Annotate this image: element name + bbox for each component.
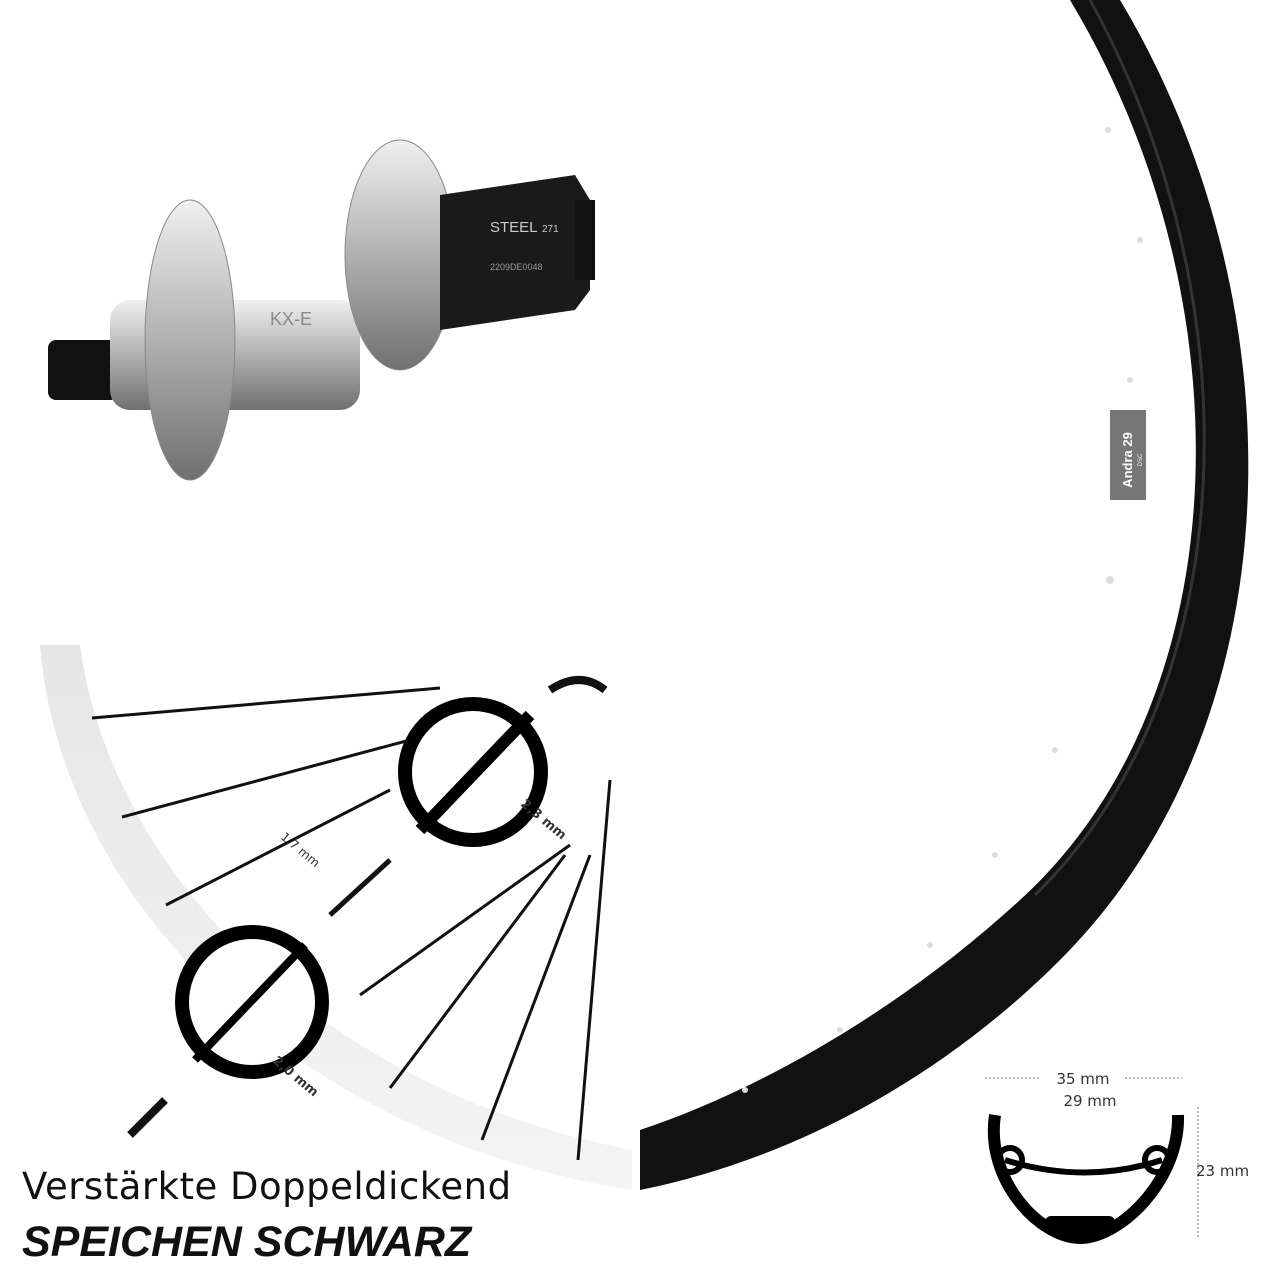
caption-line-1: Verstärkte Doppeldickend [22, 1165, 512, 1208]
hub-body-text: KX-E [270, 309, 312, 329]
hub-image: STEEL 271 2209DE0048 KX-E [48, 139, 595, 481]
rim-image: Andra 29 DSC [640, 0, 1249, 1190]
nipple-icon [547, 676, 608, 694]
caption-line-2: SPEICHEN SCHWARZ [22, 1218, 472, 1266]
rim-sub-label: DSC [1138, 453, 1144, 466]
hub-serial: 2209DE0048 [490, 262, 543, 272]
hub-badge: 271 [542, 224, 559, 235]
rim-decal: Andra 29 DSC [1110, 410, 1146, 500]
spokes [91, 686, 612, 1161]
spoke-diagram: 2,3 mm 1,7 mm 2,0 mm [40, 645, 632, 1190]
height-label: 23 mm [1196, 1162, 1249, 1180]
rim-profile-diagram: 35 mm 29 mm 23 mm [985, 1070, 1249, 1245]
inner-width-label: 29 mm [1063, 1092, 1116, 1110]
outer-width-label: 35 mm [1056, 1070, 1109, 1088]
rim-model-label: Andra 29 [1120, 432, 1135, 488]
hub-brand-label: STEEL [490, 219, 538, 236]
